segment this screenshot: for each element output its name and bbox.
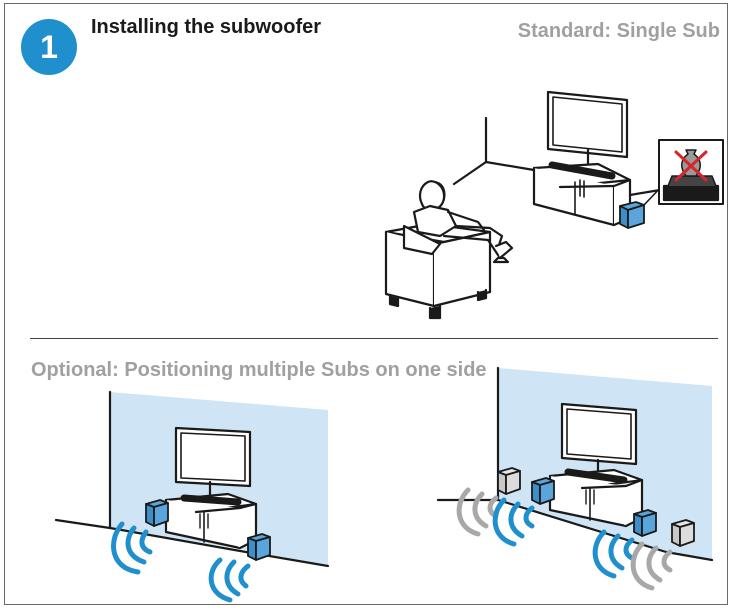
soundbar	[180, 494, 242, 506]
subwoofer-grey	[497, 467, 521, 495]
room-floor-line	[452, 160, 536, 186]
optional-label: Optional: Positioning multiple Subs on o…	[31, 359, 487, 381]
sound-waves	[592, 529, 635, 579]
sound-waves-grey	[630, 541, 673, 591]
seated-person	[412, 180, 514, 264]
vase-prohibited-icon	[658, 139, 724, 205]
step-title: Installing the subwoofer	[91, 16, 322, 38]
optional-setup-left	[54, 390, 330, 603]
optional-setup-right	[436, 366, 714, 591]
sound-waves	[492, 497, 535, 547]
subwoofer	[145, 499, 169, 527]
subwoofer	[633, 509, 657, 537]
sound-waves-grey	[456, 487, 499, 537]
subwoofer	[247, 533, 271, 561]
standard-label: Standard: Single Sub	[517, 20, 720, 42]
subwoofer	[531, 477, 555, 505]
subwoofer	[619, 201, 645, 229]
sound-waves	[208, 557, 251, 603]
section-divider	[30, 338, 718, 339]
sound-waves	[111, 521, 153, 575]
tv-screen	[546, 90, 629, 167]
soundbar	[564, 468, 628, 484]
step-number-badge: 1	[21, 19, 77, 75]
tv-screen	[174, 426, 252, 498]
subwoofer-grey	[671, 519, 695, 547]
tv-screen	[560, 402, 638, 476]
soundbar	[548, 161, 616, 180]
wall	[498, 368, 712, 560]
